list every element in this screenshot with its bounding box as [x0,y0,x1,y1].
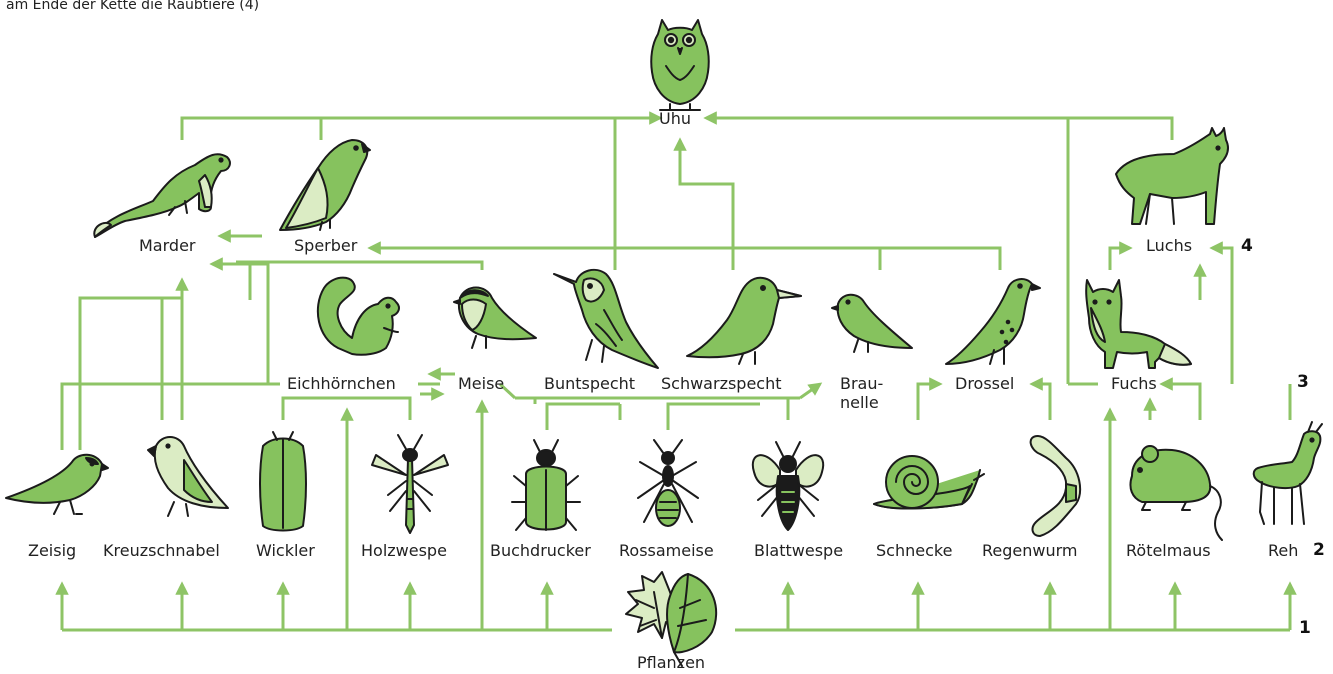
level-3-label: 3 [1297,372,1309,392]
leaves-icon [626,572,716,666]
woodpecker-icon [554,270,658,368]
node-uhu: Uhu [659,110,691,128]
node-marder: Marder [139,237,195,255]
level-4-label: 4 [1241,236,1253,256]
node-braunelle-line2: nelle [840,394,879,412]
sawfly-icon [753,442,823,530]
node-kreuzschnabel: Kreuzschnabel [103,542,220,560]
node-blattwespe: Blattwespe [754,542,843,560]
node-reh: Reh [1268,542,1298,560]
node-sperber: Sperber [294,237,357,255]
woodwasp-icon [372,435,448,533]
siskin-icon [6,455,108,514]
node-holzwespe: Holzwespe [361,542,447,560]
node-drossel: Drossel [955,375,1014,393]
fox-icon [1086,280,1191,368]
node-roetelmaus: Rötelmaus [1126,542,1211,560]
deer-icon [1254,422,1322,524]
node-eichhoernchen: Eichhörnchen [287,375,396,393]
thrush-icon [946,279,1040,364]
node-schwarzspecht: Schwarzspecht [661,375,782,393]
dunnock-icon [832,295,912,352]
sparrowhawk-icon [280,140,370,230]
node-zeisig: Zeisig [28,542,76,560]
bark-beetle-icon [512,440,580,530]
crossbill-icon [148,437,228,516]
node-pflanzen: Pflanzen [637,654,705,672]
node-meise: Meise [458,375,504,393]
vole-icon [1130,446,1222,540]
earthworm-icon [1031,436,1080,536]
node-rossameise: Rossameise [619,542,714,560]
tit-icon [454,288,536,349]
owl-icon [651,20,709,110]
black-woodpecker-icon [687,278,801,364]
snail-icon [874,456,984,509]
moth-icon [260,432,306,531]
node-wickler: Wickler [256,542,315,560]
node-schnecke: Schnecke [876,542,952,560]
node-luchs: Luchs [1146,237,1192,255]
ant-icon [638,440,698,526]
level-1-label: 1 [1299,618,1311,638]
caption-text: am Ende der Kette die Raubtiere (4) [6,0,259,13]
node-buntspecht: Buntspecht [544,375,635,393]
marten-icon [94,154,230,237]
node-fuchs: Fuchs [1111,375,1157,393]
squirrel-icon [318,278,399,355]
node-buchdrucker: Buchdrucker [490,542,591,560]
level-2-label: 2 [1313,540,1325,560]
lynx-icon [1116,128,1228,224]
node-regenwurm: Regenwurm [982,542,1078,560]
node-braunelle-line1: Brau- [840,375,883,393]
